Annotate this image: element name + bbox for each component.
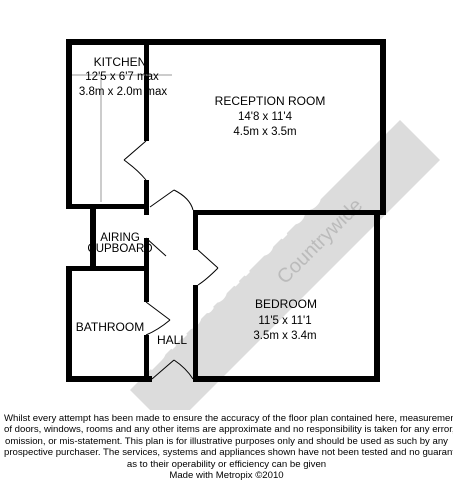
disclaimer-line: omission, or mis-statement. This plan is… (5, 435, 448, 447)
wall-reception-bottom (193, 210, 380, 215)
reception-dim-imperial: 14'8 x 11'4 (238, 111, 293, 123)
bedroom-dim-metric: 3.5m x 3.4m (253, 330, 316, 342)
kitchen-dim-imperial: 12'5 x 6'7 max (85, 71, 159, 83)
kitchen-dim-metric: 3.8m x 2.0m max (79, 86, 167, 98)
bedroom-dim-imperial: 11'5 x 11'1 (258, 315, 311, 327)
reception-dim-metric: 4.5m x 3.5m (233, 126, 296, 138)
wall-bedroom-left-lower (193, 285, 198, 382)
disclaimer-line: Whilst every attempt has been made to en… (4, 413, 453, 424)
reception-name: RECEPTION ROOM (215, 94, 326, 108)
door-reception (149, 189, 194, 211)
label-reception: RECEPTION ROOM 14'8 x 11'4 4.5m x 3.5m (215, 94, 326, 138)
wall-top (66, 39, 386, 45)
label-bedroom: BEDROOM 11'5 x 11'1 3.5m x 3.4m (253, 297, 317, 342)
door-airing (145, 237, 167, 257)
wall-airing-right (144, 238, 149, 271)
wall-kitchen-left (66, 39, 72, 207)
bedroom-name: BEDROOM (255, 297, 317, 311)
door-entrance (151, 359, 194, 380)
label-bathroom: BATHROOM (76, 320, 144, 334)
watermark-logo: Bristow eves Countrywide (125, 120, 440, 410)
disclaimer-line: of doors, windows, rooms and any other i… (4, 424, 453, 436)
wall-bedroom-left (193, 210, 198, 250)
wall-kitchen-bottom (66, 204, 144, 209)
wall-airing-bottom (66, 266, 148, 271)
disclaimer: Whilst every attempt has been made to en… (4, 413, 453, 482)
wall-bathroom-right-lower (144, 335, 149, 382)
wall-bottom (193, 376, 380, 382)
door-kitchen (123, 140, 147, 181)
wall-bathroom-right (144, 266, 149, 302)
airing-name-line1: AIRING (100, 232, 140, 244)
label-kitchen: KITCHEN 12'5 x 6'7 max 3.8m x 2.0m max (79, 55, 167, 98)
kitchen-name: KITCHEN (94, 55, 147, 69)
label-airing: AIRING CUPBOARD (87, 232, 152, 255)
wall-reception-right (380, 39, 386, 215)
wall-airing-left (90, 204, 96, 270)
door-bedroom (197, 249, 219, 286)
walls (66, 39, 386, 382)
hall-name: HALL (157, 333, 187, 347)
bathroom-name: BATHROOM (76, 320, 144, 334)
floor-plan: Bristow eves Countrywide (66, 39, 440, 410)
disclaimer-line: as to their operability or efficiency ca… (126, 458, 327, 470)
watermark-band (130, 120, 440, 410)
door-bathroom (145, 301, 171, 336)
wall-bottom-left (66, 376, 152, 382)
airing-name-line2: CUPBOARD (87, 243, 152, 255)
wall-bathroom-left (66, 266, 72, 382)
kitchen-fittings (72, 74, 172, 202)
wall-kitchen-right (144, 39, 149, 141)
wall-kitchen-right-lower (144, 180, 149, 215)
wall-bedroom-right (374, 210, 380, 382)
credit: Made with Metropix ©2010 (169, 470, 284, 482)
doors (123, 140, 219, 380)
label-hall: HALL (157, 333, 187, 347)
disclaimer-line: prospective purchaser. The services, sys… (4, 447, 453, 459)
